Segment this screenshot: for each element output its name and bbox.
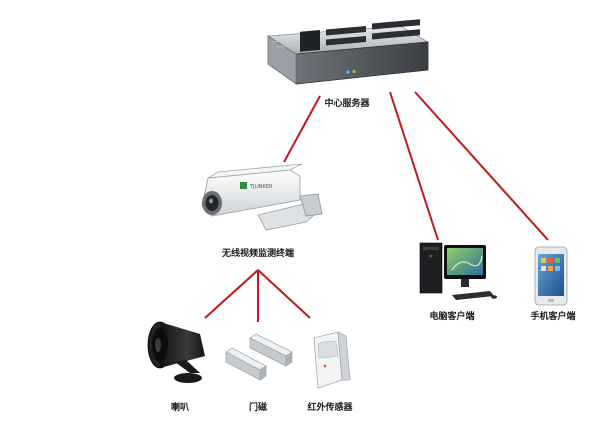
door-label: 门磁 <box>248 403 268 413</box>
horn-label: 喇叭 <box>170 403 190 413</box>
link-server-phone <box>414 91 549 241</box>
door-magnetic-sensor-icon <box>225 333 293 381</box>
camera-label: 无线视频监测终端 <box>221 249 295 259</box>
camera-brand-text: TJLINKER <box>249 184 273 190</box>
phone-label: 手机客户端 <box>530 312 576 322</box>
link-server-pc <box>389 91 439 241</box>
pc-label: 电脑客户端 <box>429 312 475 322</box>
speaker-horn-icon <box>147 321 205 383</box>
link-server-camera <box>283 95 321 163</box>
connection-lines <box>204 91 549 322</box>
infrared-sensor-icon <box>313 331 351 389</box>
link-camera-horn <box>204 269 259 319</box>
desktop-computer-icon <box>419 242 497 300</box>
smartphone-icon <box>534 246 568 306</box>
surveillance-camera-icon: TJLINKER <box>201 163 323 231</box>
link-camera-ir <box>257 269 311 319</box>
server-label: 中心服务器 <box>324 99 370 109</box>
rack-server-icon <box>266 19 430 85</box>
ir-label: 红外传感器 <box>307 403 353 413</box>
